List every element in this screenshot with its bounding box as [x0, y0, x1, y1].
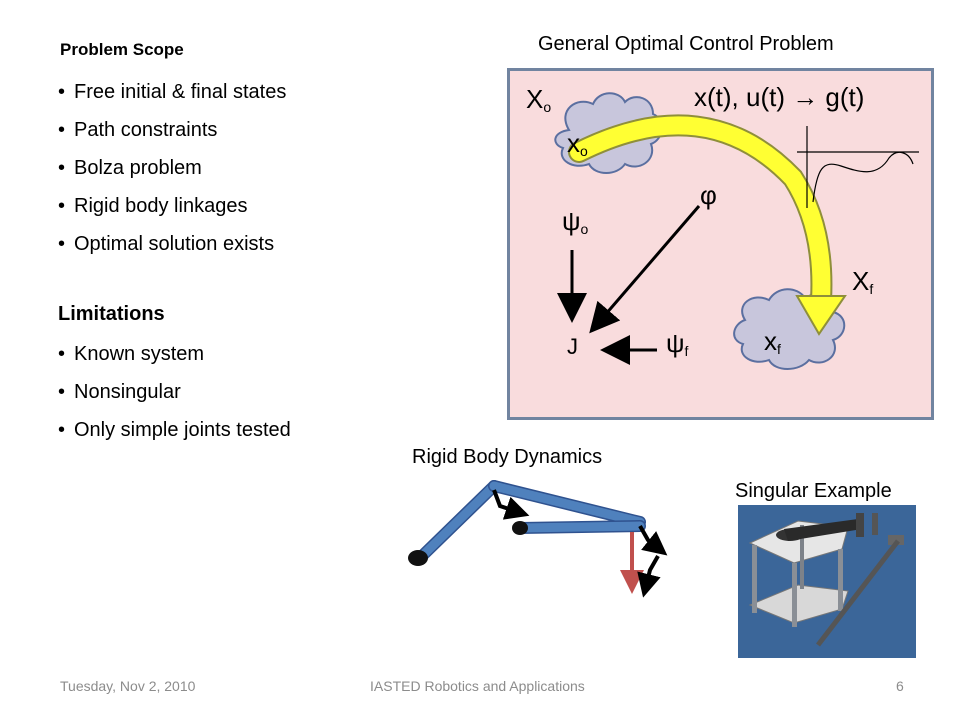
joint-mid: [512, 521, 528, 535]
limitation-known-system: Known system: [58, 335, 291, 373]
footer-conference: IASTED Robotics and Applications: [370, 678, 585, 694]
footer-page-number: 6: [896, 678, 904, 694]
rigid-body-title: Rigid Body Dynamics: [412, 446, 603, 468]
limitations-list: Known system Nonsingular Only simple joi…: [58, 335, 291, 449]
initial-state-label: xo: [567, 128, 588, 159]
limitation-nonsingular: Nonsingular: [58, 373, 291, 411]
scope-item-bolza: Bolza problem: [58, 149, 286, 187]
ocp-title: General Optimal Control Problem: [538, 33, 834, 55]
scope-item-solution-exists: Optimal solution exists: [58, 225, 286, 263]
trajectory-plot-icon: [797, 126, 919, 208]
link-upper: [514, 520, 646, 534]
scope-item-path-constraints: Path constraints: [58, 111, 286, 149]
motion-arrow-2: [638, 525, 668, 556]
psi0-label: ψo: [562, 206, 589, 237]
transition-arrow-head: [795, 295, 847, 336]
limitations-title: Limitations: [58, 303, 165, 325]
robot-arm: [776, 513, 904, 647]
phi-label: φ: [700, 180, 717, 210]
scope-list: Free initial & final states Path constra…: [58, 73, 286, 263]
motion-arrow-1: [492, 489, 530, 520]
phi-arrow: [589, 205, 701, 334]
joint-base: [408, 550, 428, 566]
link-lower: [414, 480, 500, 564]
transition-arrow-fill: [570, 116, 831, 309]
motion-arrow-3: [637, 555, 661, 598]
psif-label: ψf: [666, 328, 689, 359]
final-set-label: Xf: [852, 266, 874, 297]
link-middle: [488, 480, 646, 528]
trajectory-label: x(t), u(t) → g(t): [694, 82, 865, 112]
final-state-label: xf: [764, 326, 781, 357]
cost-j-label: J: [567, 334, 578, 359]
footer-date: Tuesday, Nov 2, 2010: [60, 678, 196, 694]
scope-item-rigid-body: Rigid body linkages: [58, 187, 286, 225]
rigid-body-diagram: [408, 480, 668, 598]
singular-example-title: Singular Example: [735, 480, 892, 502]
ocp-diagram: [554, 92, 919, 370]
singular-robot-render: [738, 505, 916, 658]
problem-scope-title: Problem Scope: [60, 40, 184, 59]
scope-item-free-states: Free initial & final states: [58, 73, 286, 111]
initial-set-label: Xo: [526, 84, 552, 115]
limitation-simple-joints: Only simple joints tested: [58, 411, 291, 449]
